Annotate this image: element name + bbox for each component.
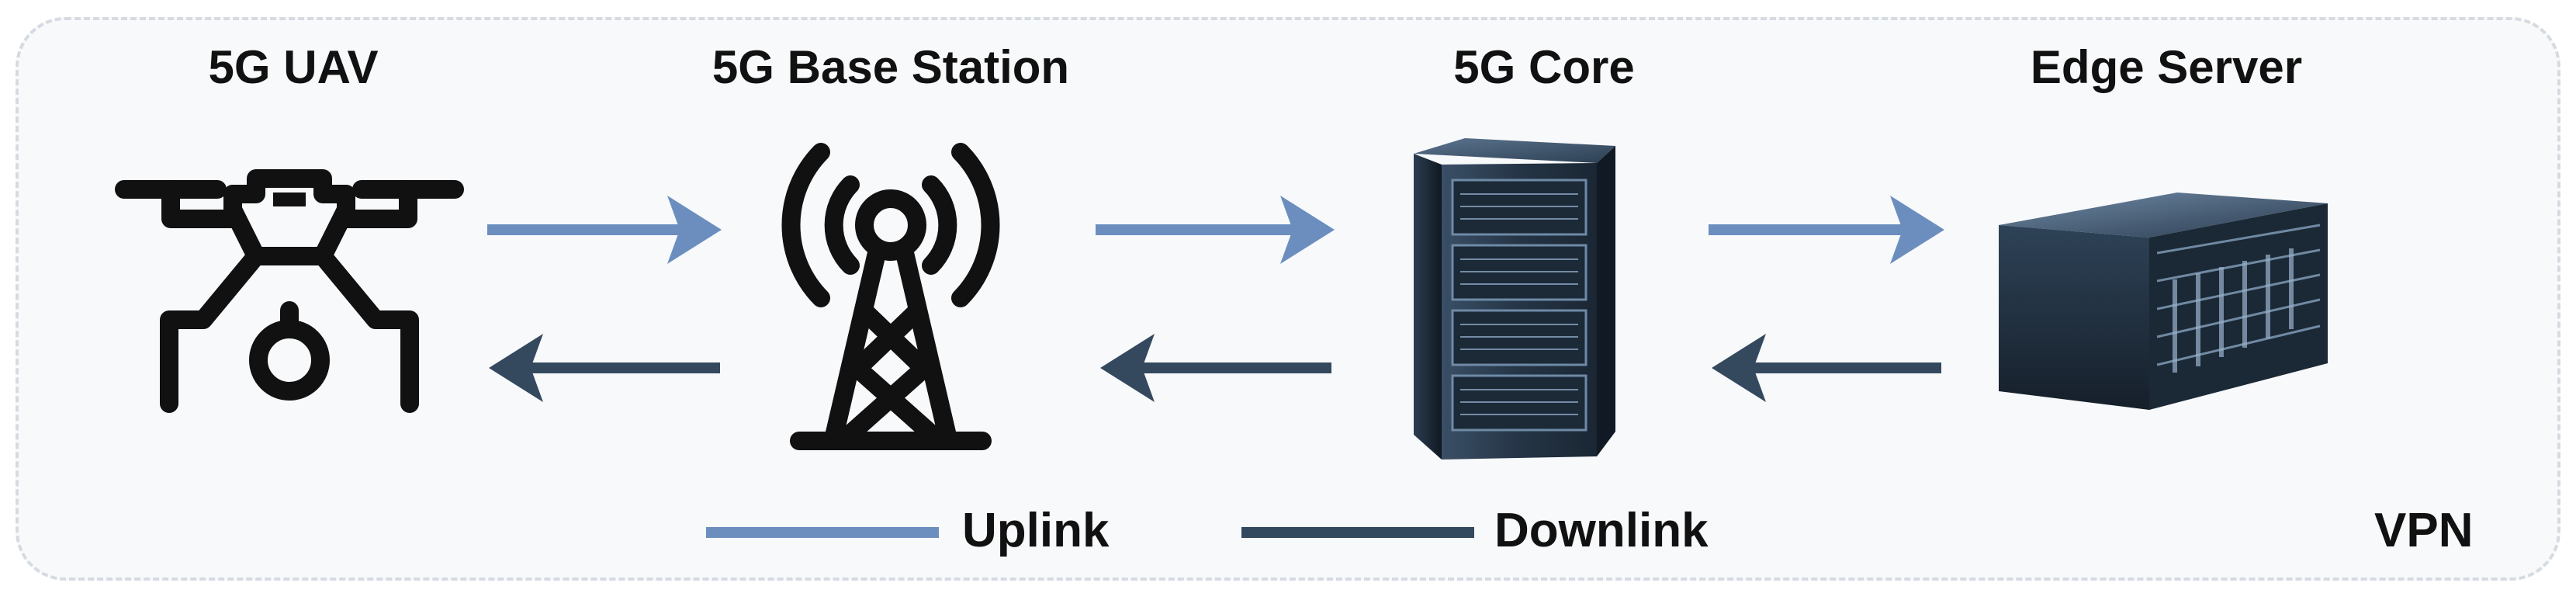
drone-icon <box>115 169 464 413</box>
node-title-uav: 5G UAV <box>208 41 379 93</box>
drone-lens-icon <box>273 193 306 206</box>
downlink-arrowhead-1 <box>489 334 543 402</box>
server-rack-icon <box>1414 138 1615 460</box>
cell-tower-icon <box>781 143 1000 450</box>
uplink-arrowhead-3 <box>1890 196 1944 264</box>
vpn-label: VPN <box>2374 504 2474 557</box>
node-title-core: 5G Core <box>1453 41 1635 93</box>
downlink-arrowhead-2 <box>1100 334 1155 402</box>
drone-camera-icon <box>249 320 330 401</box>
downlink-arrowhead-3 <box>1712 334 1766 402</box>
node-title-base-station: 5G Base Station <box>712 41 1070 93</box>
uplink-arrowhead-2 <box>1280 196 1335 264</box>
rack-server-icon <box>1999 193 2328 410</box>
node-title-edge-server: Edge Server <box>2030 41 2303 93</box>
legend-uplink-label: Uplink <box>962 504 1110 557</box>
legend-downlink-label: Downlink <box>1494 504 1709 557</box>
uplink-arrowhead-1 <box>667 196 722 264</box>
